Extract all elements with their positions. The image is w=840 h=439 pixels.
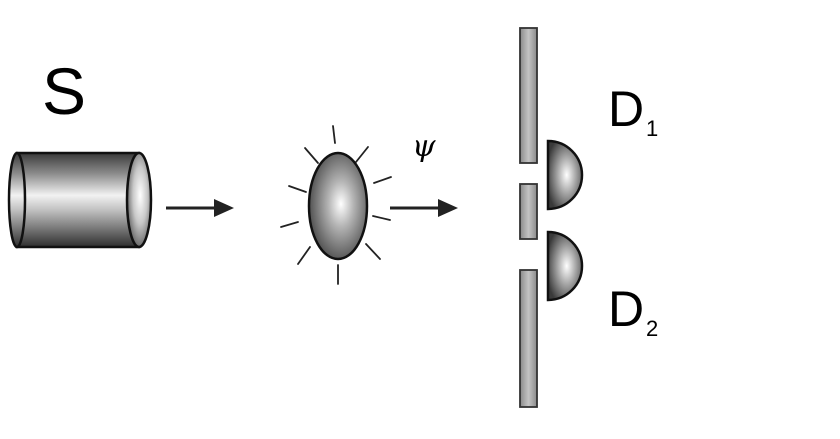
- detector-1-label: D: [608, 81, 645, 137]
- wavefunction-label: ψ: [412, 129, 436, 164]
- detector-2-label: D: [608, 281, 645, 337]
- detector-d2: [546, 230, 584, 302]
- slit-barrier: [519, 27, 538, 408]
- detector-d1: [546, 139, 584, 211]
- barrier-top-segment: [519, 27, 538, 164]
- barrier-bottom-segment: [519, 269, 538, 408]
- particle-blob: [280, 125, 392, 285]
- source-label: S: [42, 54, 87, 128]
- barrier-middle-segment: [519, 183, 538, 240]
- arrow-particle-to-slits: [390, 199, 458, 217]
- particle-rays: [280, 125, 392, 285]
- detector-2-subscript: 2: [646, 316, 659, 341]
- arrow-source-to-particle: [166, 199, 234, 217]
- source-cylinder: [7, 151, 153, 249]
- detector-1-subscript: 1: [646, 116, 659, 141]
